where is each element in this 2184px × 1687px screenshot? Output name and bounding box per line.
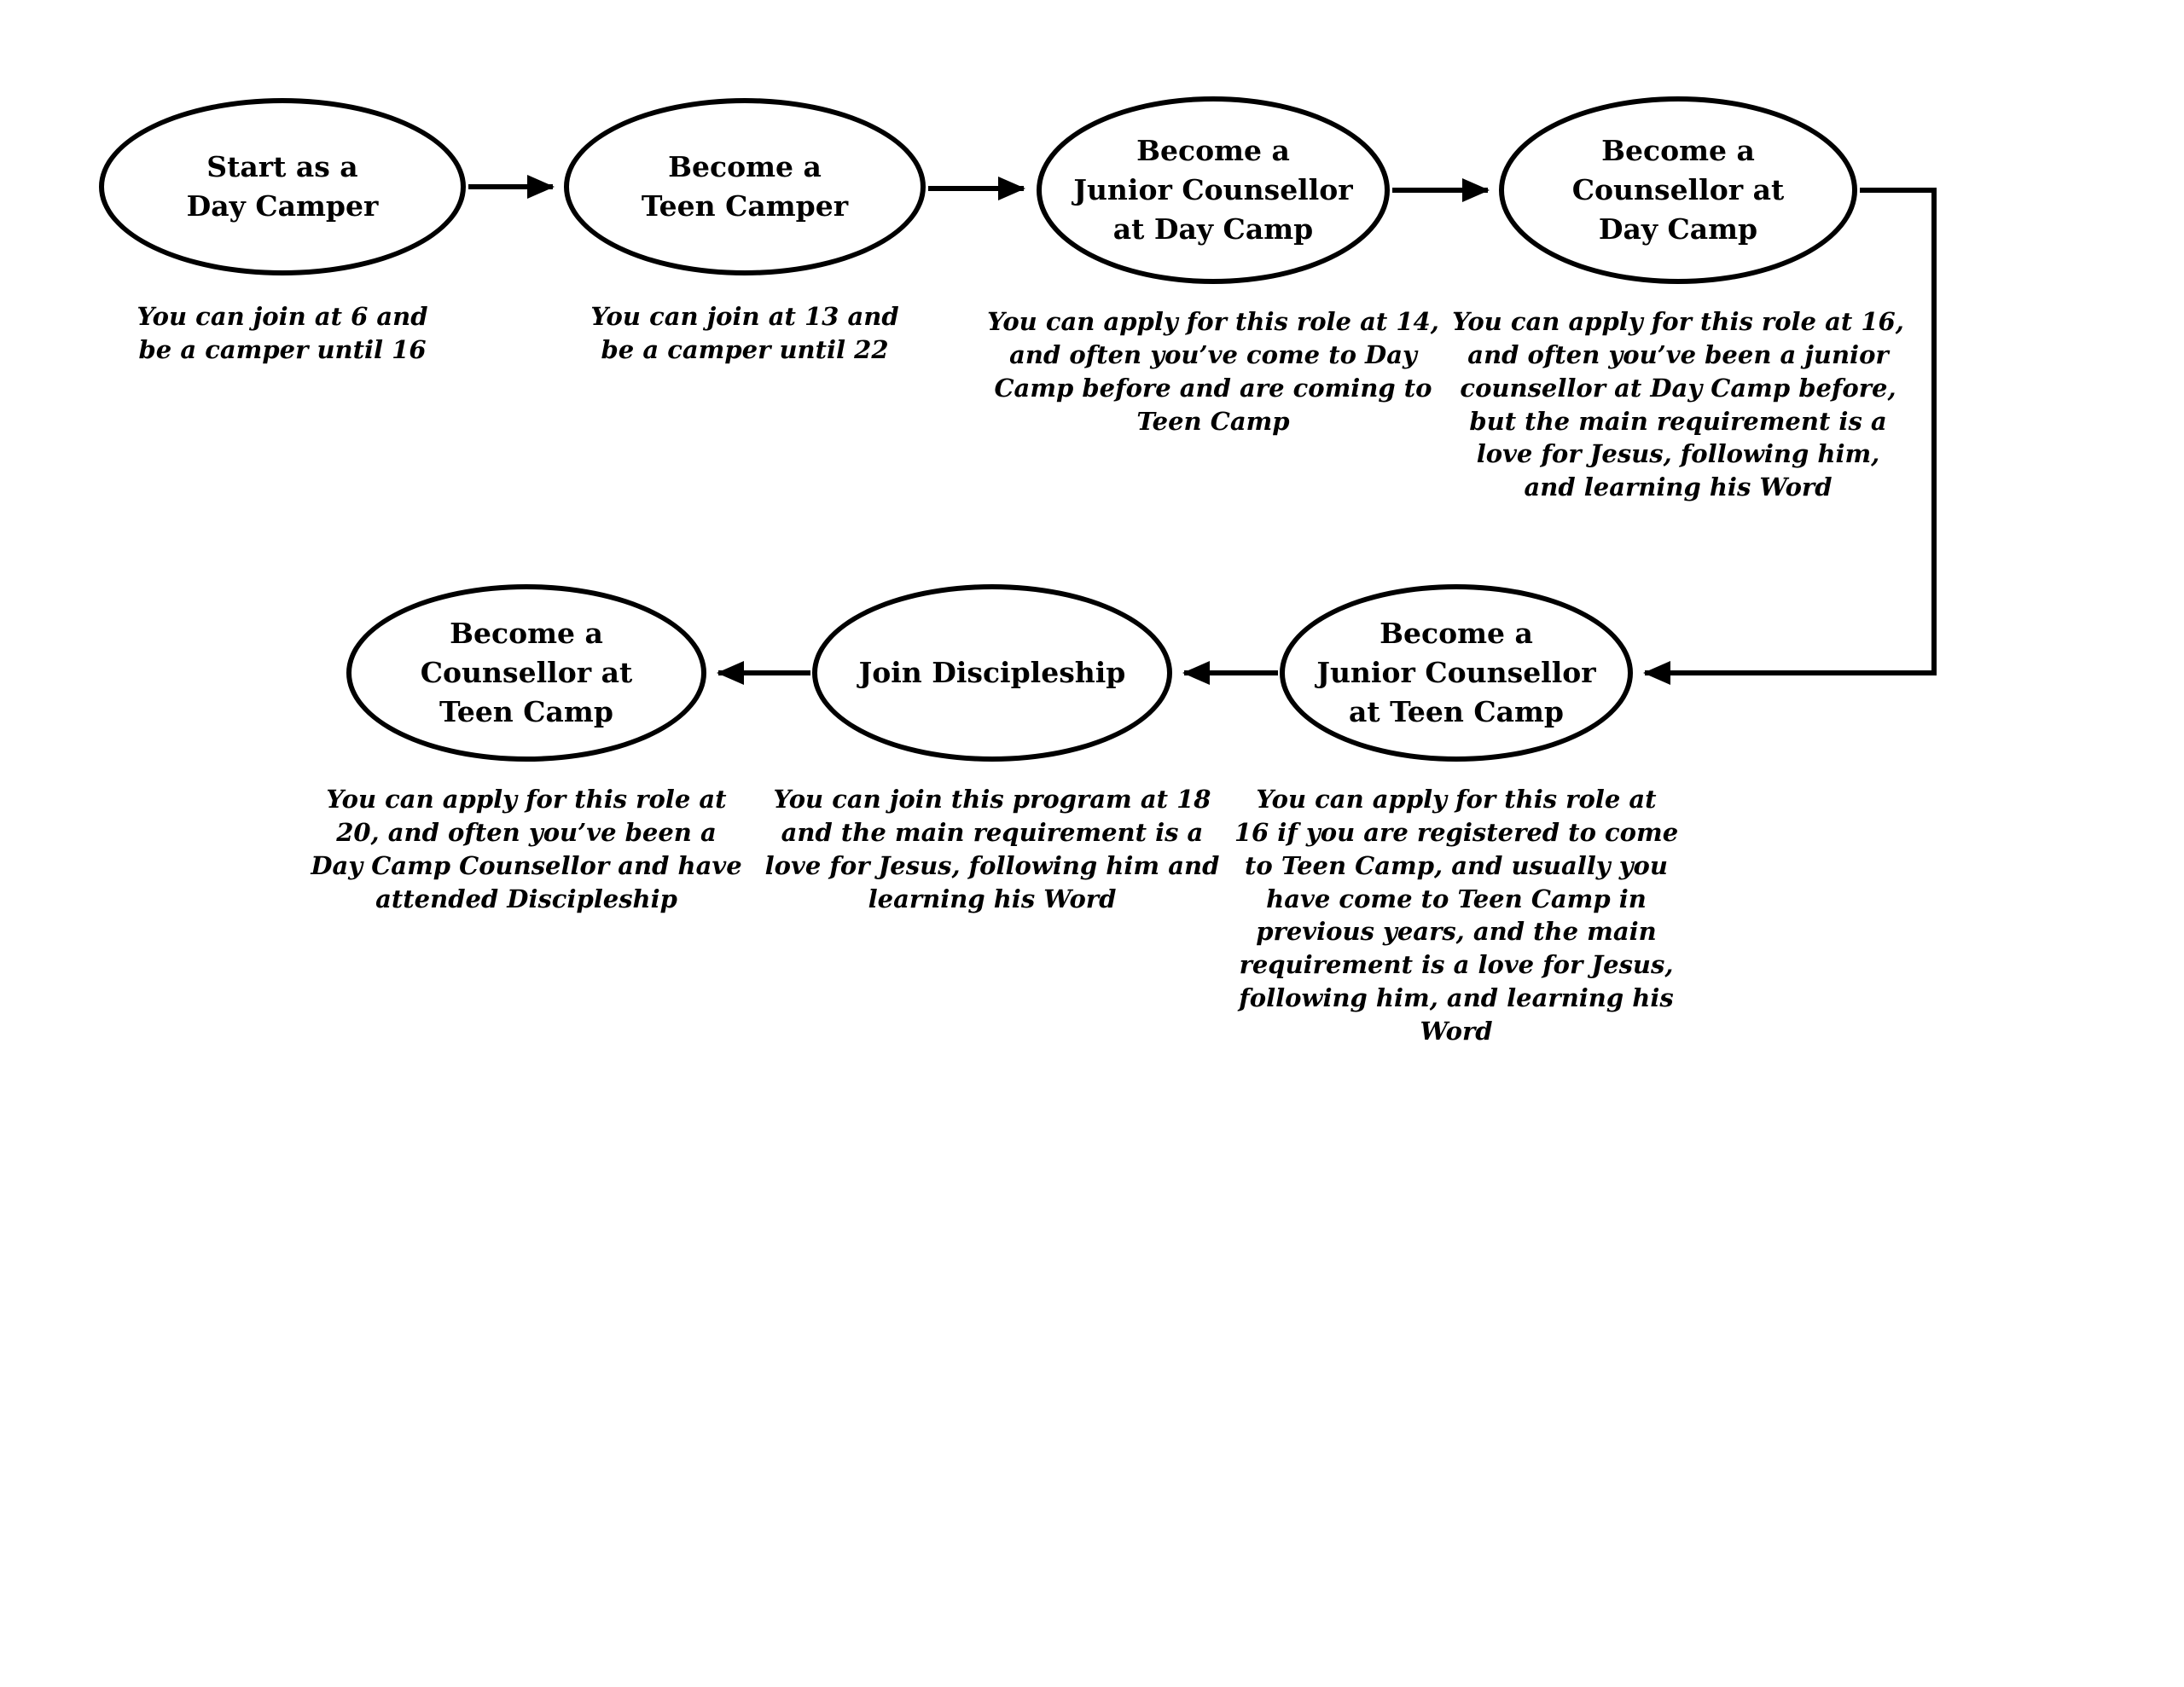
node-counsellor-day-camp-title: Become a Counsellor at Day Camp: [1571, 133, 1785, 246]
node-junior-counsellor-day-camp: Become a Junior Counsellor at Day Camp: [1037, 96, 1390, 284]
node-counsellor-teen-camp-title: Become a Counsellor at Teen Camp: [420, 616, 633, 729]
node-junior-counsellor-day-camp-title: Become a Junior Counsellor at Day Camp: [1073, 133, 1353, 246]
node-join-discipleship: Join Discipleship: [812, 584, 1172, 762]
node-counsellor-teen-camp: Become a Counsellor at Teen Camp: [346, 584, 706, 762]
caption-teen-camper: You can join at 13 and be a camper until…: [590, 302, 899, 364]
node-join-discipleship-title: Join Discipleship: [858, 655, 1126, 689]
caption-counsellor-day-camp: You can apply for this role at 16, and o…: [1452, 307, 1904, 502]
caption-counsellor-teen-camp: You can apply for this role at 20, and o…: [311, 785, 742, 913]
node-counsellor-day-camp: Become a Counsellor at Day Camp: [1499, 96, 1857, 284]
caption-day-camper: You can join at 6 and be a camper until …: [136, 302, 428, 364]
node-day-camper: Start as a Day Camper: [99, 98, 466, 275]
node-junior-counsellor-teen-camp-title: Become a Junior Counsellor at Teen Camp: [1316, 616, 1596, 729]
caption-junior-counsellor-teen-camp: You can apply for this role at 16 if you…: [1234, 785, 1679, 1046]
arrow-counsellor-day-to-junior-counsellor-teen: [1643, 188, 1937, 685]
node-teen-camper: Become a Teen Camper: [564, 98, 926, 275]
caption-join-discipleship: You can join this program at 18 and the …: [764, 785, 1220, 913]
node-day-camper-title: Start as a Day Camper: [186, 149, 379, 223]
caption-junior-counsellor-day-camp: You can apply for this role at 14, and o…: [987, 307, 1439, 436]
node-teen-camper-title: Become a Teen Camper: [641, 149, 849, 223]
node-junior-counsellor-teen-camp: Become a Junior Counsellor at Teen Camp: [1280, 584, 1633, 762]
